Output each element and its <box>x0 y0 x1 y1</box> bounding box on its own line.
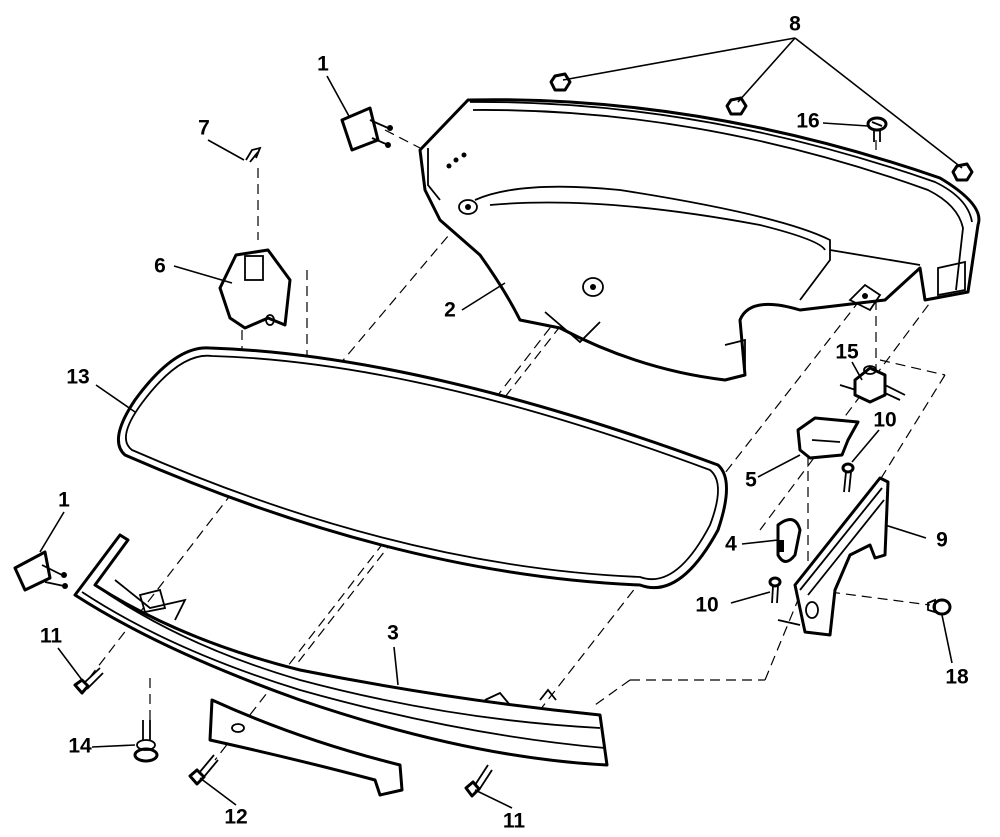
label-part-10-lower: 10 <box>695 593 719 617</box>
label-part-15: 15 <box>835 340 859 364</box>
label-part-7: 7 <box>198 116 210 140</box>
latch-part-1-upper <box>340 106 393 152</box>
bolt-part-11-left <box>73 667 104 695</box>
screw-part-16 <box>866 116 888 142</box>
label-part-2: 2 <box>444 298 456 322</box>
label-part-8: 8 <box>789 12 801 36</box>
upper-cowl-part-2 <box>418 98 981 382</box>
label-part-13: 13 <box>66 365 90 389</box>
bolt-part-12 <box>188 754 219 786</box>
label-part-18: 18 <box>945 665 969 689</box>
label-part-4: 4 <box>725 532 737 556</box>
leader-lines <box>39 37 963 809</box>
label-part-11-bottom: 11 <box>502 809 526 833</box>
screw-part-10-upper <box>841 462 855 493</box>
clip-part-7 <box>245 146 262 163</box>
gasket-part-13 <box>117 346 728 590</box>
label-part-6: 6 <box>154 254 166 278</box>
panel-part-9 <box>777 476 890 637</box>
label-part-1-upper: 1 <box>317 52 329 76</box>
label-part-16: 16 <box>796 109 820 133</box>
label-part-12: 12 <box>224 805 248 829</box>
label-part-1-lower: 1 <box>58 488 70 512</box>
screw-part-10-lower <box>768 576 782 604</box>
label-part-3: 3 <box>387 621 399 645</box>
stud-part-14 <box>133 720 159 763</box>
label-part-10-upper: 10 <box>873 408 897 432</box>
label-part-9: 9 <box>936 528 948 552</box>
bracket-part-6 <box>218 248 292 330</box>
fitting-part-15 <box>839 365 906 404</box>
label-part-5: 5 <box>745 468 757 492</box>
label-part-14: 14 <box>68 734 92 758</box>
latch-part-1-lower <box>13 550 68 592</box>
block-part-5 <box>796 416 860 460</box>
nuts-part-8 <box>549 72 974 182</box>
bolt-part-11-bottom <box>464 764 493 798</box>
lower-cowl-part-3 <box>73 533 609 797</box>
label-part-11-left: 11 <box>39 624 63 648</box>
cap-part-4 <box>776 518 802 563</box>
grommet-part-18 <box>927 598 952 616</box>
